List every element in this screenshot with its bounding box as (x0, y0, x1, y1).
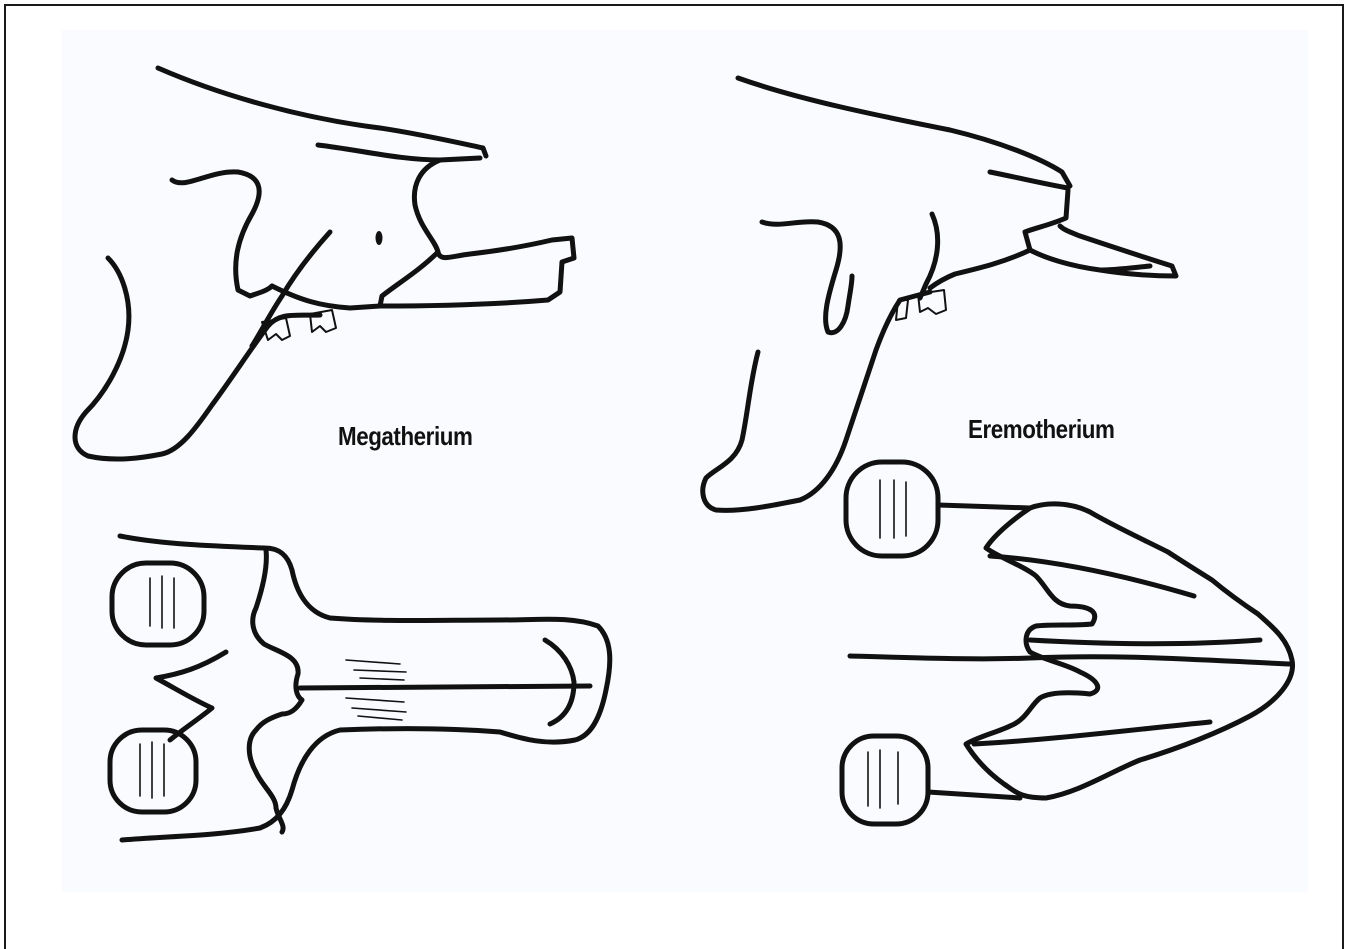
eremotherium-maxilla (930, 250, 1030, 288)
eremotherium-condyle-upper (846, 462, 938, 556)
eremotherium-mandible (703, 292, 930, 510)
eremotherium-palatal-view (842, 462, 1293, 824)
eremotherium-zygomatic-arch (762, 222, 852, 333)
megatherium-snout-top (318, 145, 480, 160)
megatherium-infraorbital-foramen (376, 231, 383, 245)
megatherium-spout-inner (545, 640, 574, 724)
eremotherium-ridge-mid (1030, 640, 1260, 644)
megatherium-molar-2 (310, 310, 336, 332)
eremotherium-palate-outline (966, 504, 1293, 798)
megatherium-lateral-view (75, 68, 574, 459)
eremotherium-midline (850, 656, 1290, 664)
megatherium-condyle-upper (112, 563, 204, 645)
megatherium-condyle-lower (110, 730, 196, 812)
eremotherium-condyle-link-upper (938, 505, 1030, 508)
megatherium-premaxilla (380, 160, 574, 306)
eremotherium-label: Eremotherium (968, 414, 1114, 445)
megatherium-palatal-suture (300, 686, 590, 688)
eremotherium-ridge-upper (990, 556, 1194, 596)
megatherium-skull-roof (158, 68, 486, 156)
eremotherium-molar-1 (896, 300, 908, 320)
megatherium-palatal-grooves-lower (346, 698, 406, 720)
megatherium-palatal-grooves-upper (346, 660, 406, 680)
eremotherium-condyle-link-lower (928, 792, 1020, 798)
megatherium-basicranium (156, 652, 226, 740)
megatherium-zygomatic-arch (172, 172, 272, 296)
eremotherium-lateral-view (703, 78, 1176, 510)
eremotherium-nasal (990, 172, 1068, 188)
megatherium-palatal-view (110, 536, 610, 840)
megatherium-maxilla (380, 252, 438, 306)
eremotherium-skull-roof (738, 78, 1070, 186)
eremotherium-molar-2 (918, 290, 946, 314)
megatherium-label: Megatherium (338, 421, 472, 452)
eremotherium-spout-lower (1100, 266, 1150, 270)
megatherium-mandible (75, 258, 320, 459)
eremotherium-premaxilla (1025, 190, 1176, 276)
eremotherium-condyle-lower (842, 736, 928, 824)
